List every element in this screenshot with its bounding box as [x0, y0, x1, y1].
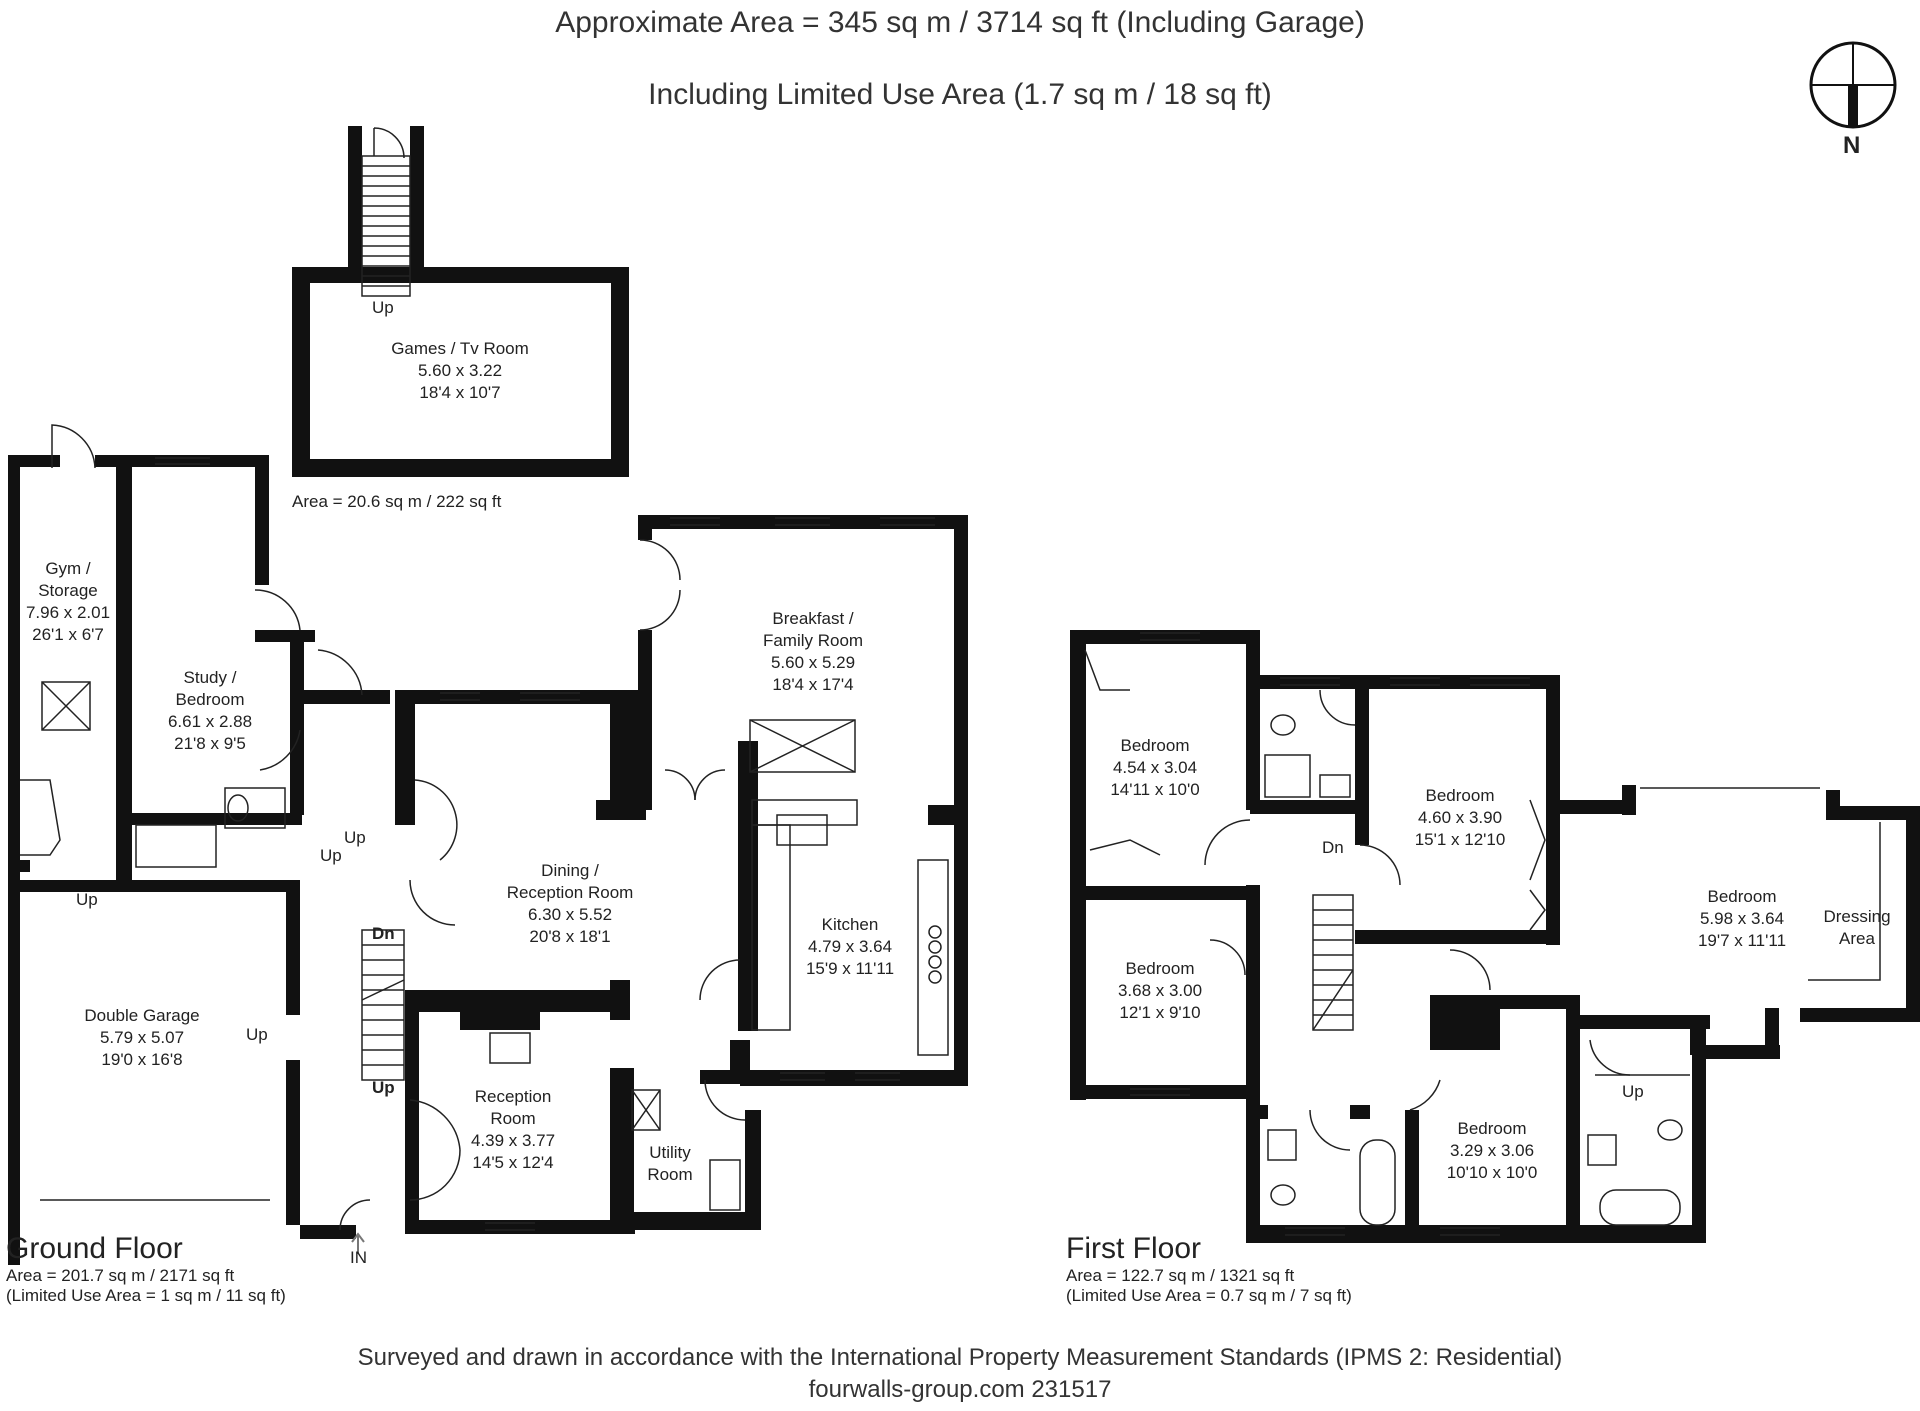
first-floor-walls	[1070, 630, 1920, 1243]
gym-up-label: Up	[76, 890, 98, 909]
room-bedroom-4: Bedroom 5.98 x 3.64 19'7 x 11'11	[1672, 886, 1812, 952]
dining-imperial: 20'8 x 18'1	[529, 927, 611, 946]
gym-metric: 7.96 x 2.01	[25, 603, 111, 622]
room-dining: Dining / Reception Room 6.30 x 5.52 20'8…	[470, 860, 670, 948]
bed1-name: Bedroom	[1120, 736, 1190, 755]
utility-name-1: Utility	[649, 1143, 691, 1162]
entrance-arrow-icon	[351, 1232, 365, 1254]
bed3-imperial: 12'1 x 9'10	[1119, 1003, 1201, 1022]
reception-metric: 4.39 x 3.77	[470, 1131, 556, 1150]
hall-up-label: Up	[344, 828, 366, 847]
bed1-imperial: 14'11 x 10'0	[1110, 780, 1200, 799]
games-room-name: Games / Tv Room	[391, 339, 529, 358]
first-floor-info: First Floor Area = 122.7 sq m / 1321 sq …	[1066, 1232, 1352, 1306]
reception-name-1: Reception	[474, 1087, 552, 1106]
header-limited-area: Including Limited Use Area (1.7 sq m / 1…	[648, 78, 1272, 111]
kitchen-imperial: 15'9 x 11'11	[805, 959, 895, 978]
dining-metric: 6.30 x 5.52	[527, 905, 613, 924]
games-room-stairs	[361, 127, 411, 297]
first-floor-dn-label: Dn	[1322, 838, 1344, 857]
ground-floor-limited: (Limited Use Area = 1 sq m / 11 sq ft)	[6, 1286, 286, 1305]
games-room-imperial: 18'4 x 10'7	[419, 383, 501, 402]
ground-floor-fixtures	[20, 424, 949, 1231]
first-floor-limited: (Limited Use Area = 0.7 sq m / 7 sq ft)	[1066, 1286, 1352, 1305]
stairs-up-label: Up	[372, 1078, 395, 1097]
study-imperial: 21'8 x 9'5	[174, 734, 246, 753]
room-dressing-area: Dressing Area	[1812, 906, 1902, 950]
utility-name-2: Room	[647, 1165, 693, 1184]
dressing-name-2: Area	[1839, 929, 1875, 948]
breakfast-imperial: 18'4 x 17'4	[772, 675, 854, 694]
compass-label: N	[1843, 132, 1861, 159]
ground-floor-info: Ground Floor Area = 201.7 sq m / 2171 sq…	[6, 1232, 286, 1306]
bed4-metric: 5.98 x 3.64	[1699, 909, 1785, 928]
ground-floor-area: Area = 201.7 sq m / 2171 sq ft	[6, 1266, 235, 1285]
garage-up-label: Up	[246, 1025, 268, 1044]
first-floor-up-label: Up	[1622, 1082, 1644, 1101]
header-total-area: Approximate Area = 345 sq m / 3714 sq ft…	[555, 6, 1365, 39]
games-room-walls	[292, 126, 629, 477]
games-room-area: Area = 20.6 sq m / 222 sq ft	[292, 492, 502, 511]
garage-imperial: 19'0 x 16'8	[101, 1050, 183, 1069]
bed5-metric: 3.29 x 3.06	[1449, 1141, 1535, 1160]
room-bedroom-2: Bedroom 4.60 x 3.90 15'1 x 12'10	[1390, 785, 1530, 851]
bed4-name: Bedroom	[1707, 887, 1777, 906]
gym-name-2: Storage	[38, 581, 98, 600]
room-study: Study / Bedroom 6.61 x 2.88 21'8 x 9'5	[140, 667, 280, 755]
room-utility: Utility Room	[630, 1142, 710, 1186]
breakfast-metric: 5.60 x 5.29	[770, 653, 856, 672]
reception-imperial: 14'5 x 12'4	[472, 1153, 554, 1172]
footer-reference: fourwalls-group.com 231517	[808, 1376, 1112, 1403]
bed2-imperial: 15'1 x 12'10	[1414, 830, 1506, 849]
compass-icon	[1809, 41, 1897, 129]
ground-floor-title: Ground Floor	[6, 1232, 183, 1265]
bed3-metric: 3.68 x 3.00	[1117, 981, 1203, 1000]
gym-imperial: 26'1 x 6'7	[32, 625, 104, 644]
breakfast-name-2: Family Room	[762, 631, 864, 650]
bed2-name: Bedroom	[1425, 786, 1495, 805]
first-floor-area: Area = 122.7 sq m / 1321 sq ft	[1066, 1266, 1295, 1285]
room-breakfast: Breakfast / Family Room 5.60 x 5.29 18'4…	[733, 608, 893, 696]
games-stair-up-label: Up	[372, 298, 394, 317]
room-reception: Reception Room 4.39 x 3.77 14'5 x 12'4	[448, 1086, 578, 1174]
bed5-imperial: 10'10 x 10'0	[1446, 1163, 1538, 1182]
entrance-label: IN	[350, 1248, 367, 1267]
room-bedroom-3: Bedroom 3.68 x 3.00 12'1 x 9'10	[1090, 958, 1230, 1024]
bed3-name: Bedroom	[1125, 959, 1195, 978]
room-bedroom-5: Bedroom 3.29 x 3.06 10'10 x 10'0	[1422, 1118, 1562, 1184]
games-room-label: Games / Tv Room 5.60 x 3.22 18'4 x 10'7	[370, 338, 550, 404]
study-name-1: Study /	[183, 668, 237, 687]
games-room-metric: 5.60 x 3.22	[417, 361, 503, 380]
room-garage: Double Garage 5.79 x 5.07 19'0 x 16'8	[62, 1005, 222, 1071]
dining-name-2: Reception Room	[506, 883, 634, 902]
bed1-metric: 4.54 x 3.04	[1112, 758, 1198, 777]
bed2-metric: 4.60 x 3.90	[1417, 808, 1503, 827]
ground-floor-walls	[8, 455, 968, 1265]
footer-standards: Surveyed and drawn in accordance with th…	[357, 1344, 1563, 1371]
room-bedroom-1: Bedroom 4.54 x 3.04 14'11 x 10'0	[1080, 735, 1230, 801]
first-floor-title: First Floor	[1066, 1232, 1201, 1265]
bed4-imperial: 19'7 x 11'11	[1697, 931, 1787, 950]
bed5-name: Bedroom	[1457, 1119, 1527, 1138]
garage-name: Double Garage	[84, 1006, 200, 1025]
breakfast-name-1: Breakfast /	[772, 609, 854, 628]
garage-metric: 5.79 x 5.07	[99, 1028, 185, 1047]
gym-name-1: Gym /	[45, 559, 91, 578]
room-kitchen: Kitchen 4.79 x 3.64 15'9 x 11'11	[780, 914, 920, 980]
stairs-dn-label: Dn	[372, 924, 395, 943]
room-gym: Gym / Storage 7.96 x 2.01 26'1 x 6'7	[18, 558, 118, 646]
kitchen-name: Kitchen	[821, 915, 879, 934]
reception-name-2: Room	[490, 1109, 536, 1128]
dining-name-1: Dining /	[541, 861, 599, 880]
study-name-2: Bedroom	[175, 690, 245, 709]
dressing-name-1: Dressing	[1823, 907, 1891, 926]
study-metric: 6.61 x 2.88	[167, 712, 253, 731]
kitchen-metric: 4.79 x 3.64	[807, 937, 893, 956]
first-floor-fixtures	[1084, 632, 1881, 1236]
study-up-label: Up	[320, 846, 342, 865]
